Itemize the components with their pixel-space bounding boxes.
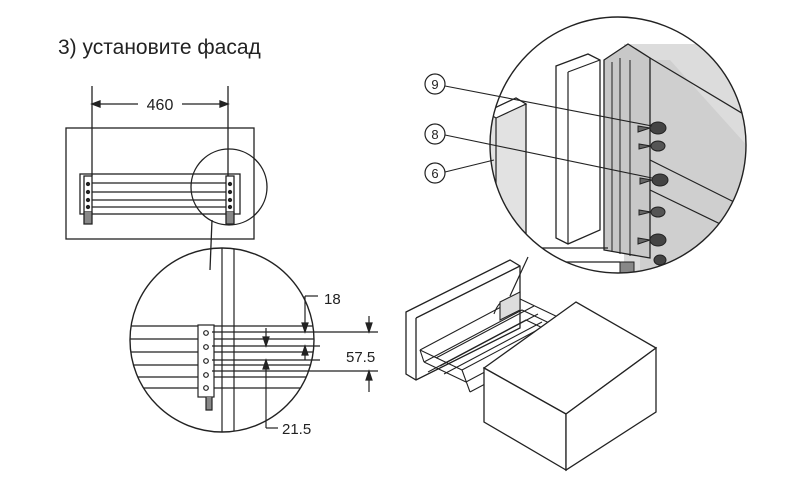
detail-leader [209, 219, 213, 271]
drawer-frame [79, 173, 241, 215]
callout-6 [424, 162, 446, 184]
isometric-drawer [405, 259, 658, 472]
top-offset-dimension: 18 [324, 291, 341, 308]
callout-leaders [444, 85, 653, 179]
front-facade [405, 259, 521, 381]
detail-view [129, 247, 378, 433]
screw-set [637, 121, 669, 266]
callout-8 [424, 123, 446, 145]
detail-circle-small [190, 148, 268, 226]
callout-9-label: 9 [431, 77, 438, 92]
enlarged-detail [489, 16, 747, 297]
callout-6-label: 6 [431, 166, 438, 181]
front-panel-outline [65, 127, 255, 240]
step-title: 3) установите фасад [58, 36, 261, 59]
width-dimension: 460 [147, 97, 174, 114]
callout-8-label: 8 [431, 127, 438, 142]
callout-9 [424, 73, 446, 95]
bottom-offset-dimension: 21.5 [282, 421, 311, 438]
hole-spacing-dimension: 57.5 [346, 349, 375, 366]
cabinet-right-face [565, 346, 657, 472]
front-view [65, 86, 268, 271]
